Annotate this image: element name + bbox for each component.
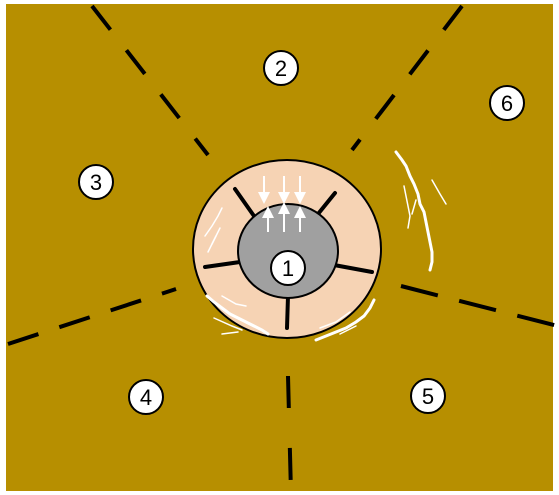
label-region-left-text: 3 [90,170,102,195]
label-region-bottom-right-text: 5 [422,384,434,409]
label-region-top: 2 [264,51,298,85]
label-region-right-text: 6 [501,91,513,116]
label-region-bottom-left-text: 4 [140,385,152,410]
label-region-bottom-right: 5 [411,379,445,413]
label-center: 1 [271,251,305,285]
label-region-right: 6 [490,86,524,120]
label-center-text: 1 [282,256,294,281]
radial-crack [287,296,288,328]
label-region-left: 3 [79,165,113,199]
label-region-bottom-left: 4 [129,380,163,414]
label-region-top-text: 2 [275,56,287,81]
